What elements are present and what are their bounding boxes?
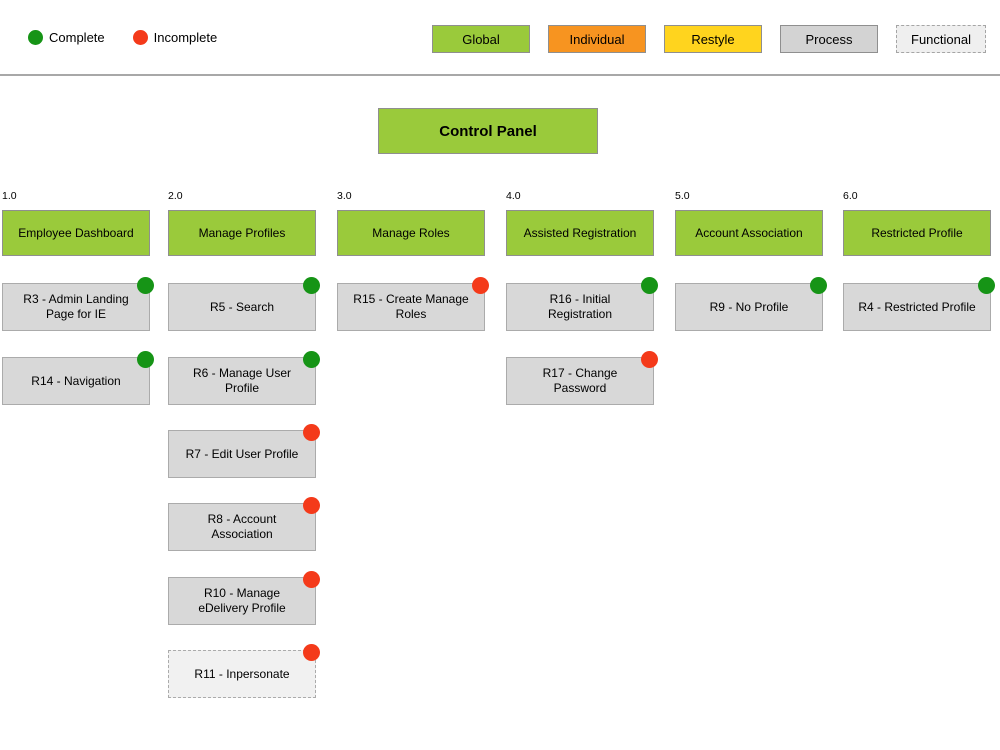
column-header: Manage Roles bbox=[337, 210, 485, 256]
status-dot-icon bbox=[641, 277, 658, 294]
status-dot-icon bbox=[472, 277, 489, 294]
node-label: R4 - Restricted Profile bbox=[858, 299, 976, 314]
complete-label: Complete bbox=[49, 30, 105, 45]
category-chip-restyle: Restyle bbox=[664, 25, 762, 53]
status-dot-icon bbox=[303, 351, 320, 368]
node-r6: R6 - Manage User Profile bbox=[168, 351, 320, 405]
node-r7: R7 - Edit User Profile bbox=[168, 424, 320, 478]
node-label: R8 - Account Association bbox=[207, 512, 277, 541]
category-chip-global: Global bbox=[432, 25, 530, 53]
node-r11: R11 - Inpersonate bbox=[168, 644, 320, 698]
column-manage-roles: 3.0 Manage Roles R15 - Create Manage Rol… bbox=[337, 190, 489, 750]
column-header: Manage Profiles bbox=[168, 210, 316, 256]
column-number: 3.0 bbox=[337, 190, 352, 202]
column-account-association: 5.0 Account Association R9 - No Profile bbox=[675, 190, 827, 750]
category-chip-individual: Individual bbox=[548, 25, 646, 53]
status-dot-icon bbox=[978, 277, 995, 294]
node-label: R16 - Initial Registration bbox=[547, 292, 613, 321]
node-r14: R14 - Navigation bbox=[2, 351, 154, 405]
status-dot-icon bbox=[303, 644, 320, 661]
node-label: R17 - Change Password bbox=[542, 366, 618, 395]
column-employee-dashboard: 1.0 Employee Dashboard R3 - Admin Landin… bbox=[2, 190, 154, 750]
node-r5: R5 - Search bbox=[168, 277, 320, 331]
complete-dot-icon bbox=[28, 30, 43, 45]
column-manage-profiles: 2.0 Manage Profiles R5 - Search R6 - Man… bbox=[168, 190, 320, 750]
incomplete-label: Incomplete bbox=[153, 30, 218, 45]
node-r9: R9 - No Profile bbox=[675, 277, 827, 331]
top-legend-bar: Complete Incomplete Global Individual Re… bbox=[0, 0, 1000, 74]
column-header: Employee Dashboard bbox=[2, 210, 150, 256]
column-header: Restricted Profile bbox=[843, 210, 991, 256]
header-divider bbox=[0, 74, 1000, 76]
node-r15: R15 - Create Manage Roles bbox=[337, 277, 489, 331]
node-label: R5 - Search bbox=[209, 299, 275, 314]
node-r8: R8 - Account Association bbox=[168, 497, 320, 551]
column-restricted-profile: 6.0 Restricted Profile R4 - Restricted P… bbox=[843, 190, 995, 750]
status-dot-icon bbox=[137, 351, 154, 368]
node-label: R10 - Manage eDelivery Profile bbox=[198, 586, 286, 615]
category-chip-process: Process bbox=[780, 25, 878, 53]
status-dot-icon bbox=[641, 351, 658, 368]
status-dot-icon bbox=[303, 277, 320, 294]
column-assisted-registration: 4.0 Assisted Registration R16 - Initial … bbox=[506, 190, 658, 750]
status-dot-icon bbox=[303, 571, 320, 588]
column-number: 1.0 bbox=[2, 190, 17, 202]
column-number: 4.0 bbox=[506, 190, 521, 202]
node-r3: R3 - Admin Landing Page for IE bbox=[2, 277, 154, 331]
node-label: R11 - Inpersonate bbox=[194, 666, 290, 681]
column-header: Account Association bbox=[675, 210, 823, 256]
column-number: 5.0 bbox=[675, 190, 690, 202]
status-legend: Complete Incomplete bbox=[28, 30, 245, 45]
node-r4: R4 - Restricted Profile bbox=[843, 277, 995, 331]
category-legend: Global Individual Restyle Process Functi… bbox=[432, 25, 986, 53]
status-dot-icon bbox=[810, 277, 827, 294]
node-label: R15 - Create Manage Roles bbox=[353, 292, 469, 321]
node-r10: R10 - Manage eDelivery Profile bbox=[168, 571, 320, 625]
node-label: R6 - Manage User Profile bbox=[192, 366, 292, 395]
incomplete-dot-icon bbox=[132, 30, 148, 45]
node-label: R14 - Navigation bbox=[31, 373, 121, 388]
category-chip-functional: Functional bbox=[896, 25, 986, 53]
node-r17: R17 - Change Password bbox=[506, 351, 658, 405]
status-dot-icon bbox=[303, 424, 320, 441]
node-label: R9 - No Profile bbox=[709, 299, 789, 314]
column-number: 2.0 bbox=[168, 190, 183, 202]
root-node-control-panel: Control Panel bbox=[378, 108, 598, 154]
column-number: 6.0 bbox=[843, 190, 858, 202]
status-dot-icon bbox=[137, 277, 154, 294]
status-dot-icon bbox=[303, 497, 320, 514]
node-label: R3 - Admin Landing Page for IE bbox=[23, 292, 129, 321]
node-r16: R16 - Initial Registration bbox=[506, 277, 658, 331]
node-label: R7 - Edit User Profile bbox=[185, 446, 299, 461]
column-header: Assisted Registration bbox=[506, 210, 654, 256]
